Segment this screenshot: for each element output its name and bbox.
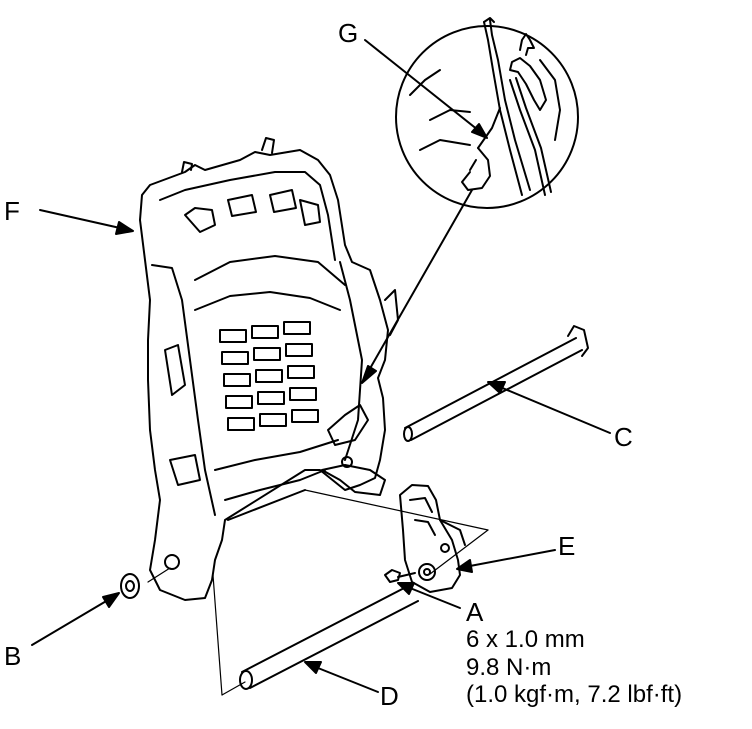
callout-c: C (614, 422, 633, 452)
detail-circle (395, 17, 579, 209)
callout-d: D (380, 681, 399, 711)
leader-lines (31, 39, 611, 693)
rod-d (239, 584, 419, 690)
bolt-torque-nm: 9.8 N·m (466, 653, 552, 681)
callout-a: A (466, 597, 484, 627)
callout-f: F (4, 196, 20, 226)
washer-b (120, 573, 140, 599)
recliner-bracket-e (399, 484, 466, 593)
bolt-torque-alt: (1.0 kgf·m, 7.2 lbf·ft) (466, 681, 683, 709)
detail-pointer-arrow (361, 189, 473, 384)
alignment-lines (147, 489, 489, 696)
callout-b: B (4, 641, 22, 671)
callout-g: G (338, 18, 359, 48)
bolt-a (384, 569, 416, 583)
callout-e: E (558, 531, 576, 561)
bolt-spec: 6 x 1.0 mm 9.8 N·m (1.0 kgf·m, 7.2 lbf·f… (466, 626, 682, 709)
seat-back-frame (139, 137, 399, 601)
bolt-size: 6 x 1.0 mm (466, 626, 585, 653)
